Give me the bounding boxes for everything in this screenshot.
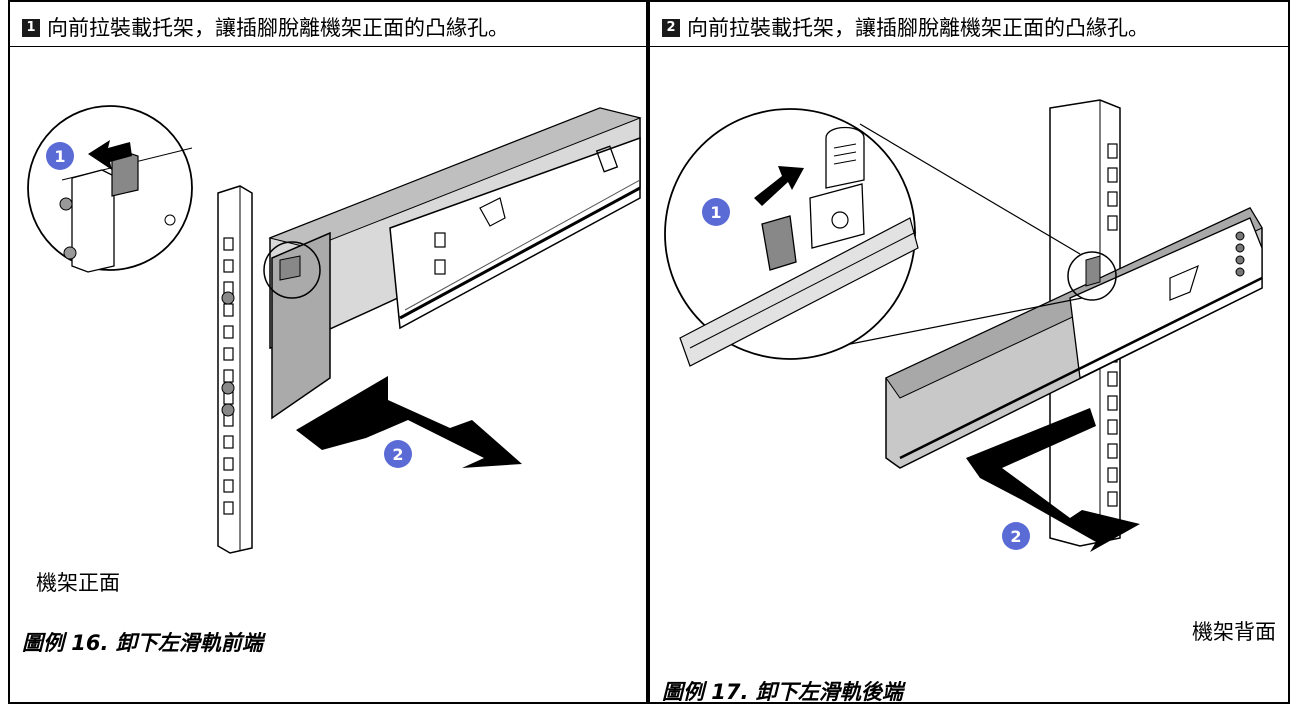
figure-panel-front: 1 向前拉裝載托架，讓插腳脫離機架正面的凸緣孔。 — [8, 0, 648, 704]
step-instruction: 1 向前拉裝載托架，讓插腳脫離機架正面的凸緣孔。 — [22, 14, 509, 42]
figure-caption-17: 圖例 17. 卸下左滑軌後端 — [662, 680, 903, 704]
step-number-badge: 1 — [22, 19, 40, 37]
step-text: 向前拉裝載托架，讓插腳脫離機架正面的凸緣孔。 — [47, 16, 509, 40]
rail-removal-front-illustration: 1 2 — [27, 105, 642, 554]
row-divider — [650, 46, 1288, 47]
rail-removal-rear-illustration: 1 2 — [664, 99, 1263, 552]
callout-2-label: 2 — [1010, 527, 1021, 546]
callout-1-label: 1 — [54, 147, 65, 166]
callout-2-label: 2 — [392, 445, 403, 464]
figure-panel-rear: 2 向前拉裝載托架，讓插腳脫離機架正面的凸緣孔。 — [648, 0, 1290, 704]
location-label-front: 機架正面 — [36, 571, 120, 595]
step-number-badge: 2 — [662, 19, 680, 37]
row-divider — [10, 46, 646, 47]
step-text: 向前拉裝載托架，讓插腳脫離機架正面的凸緣孔。 — [687, 16, 1149, 40]
step-instruction: 2 向前拉裝載托架，讓插腳脫離機架正面的凸緣孔。 — [662, 14, 1149, 42]
callout-1-label: 1 — [710, 203, 721, 222]
location-label-rear: 機架背面 — [1192, 620, 1276, 644]
figure-caption-16: 圖例 16. 卸下左滑軌前端 — [22, 631, 263, 655]
